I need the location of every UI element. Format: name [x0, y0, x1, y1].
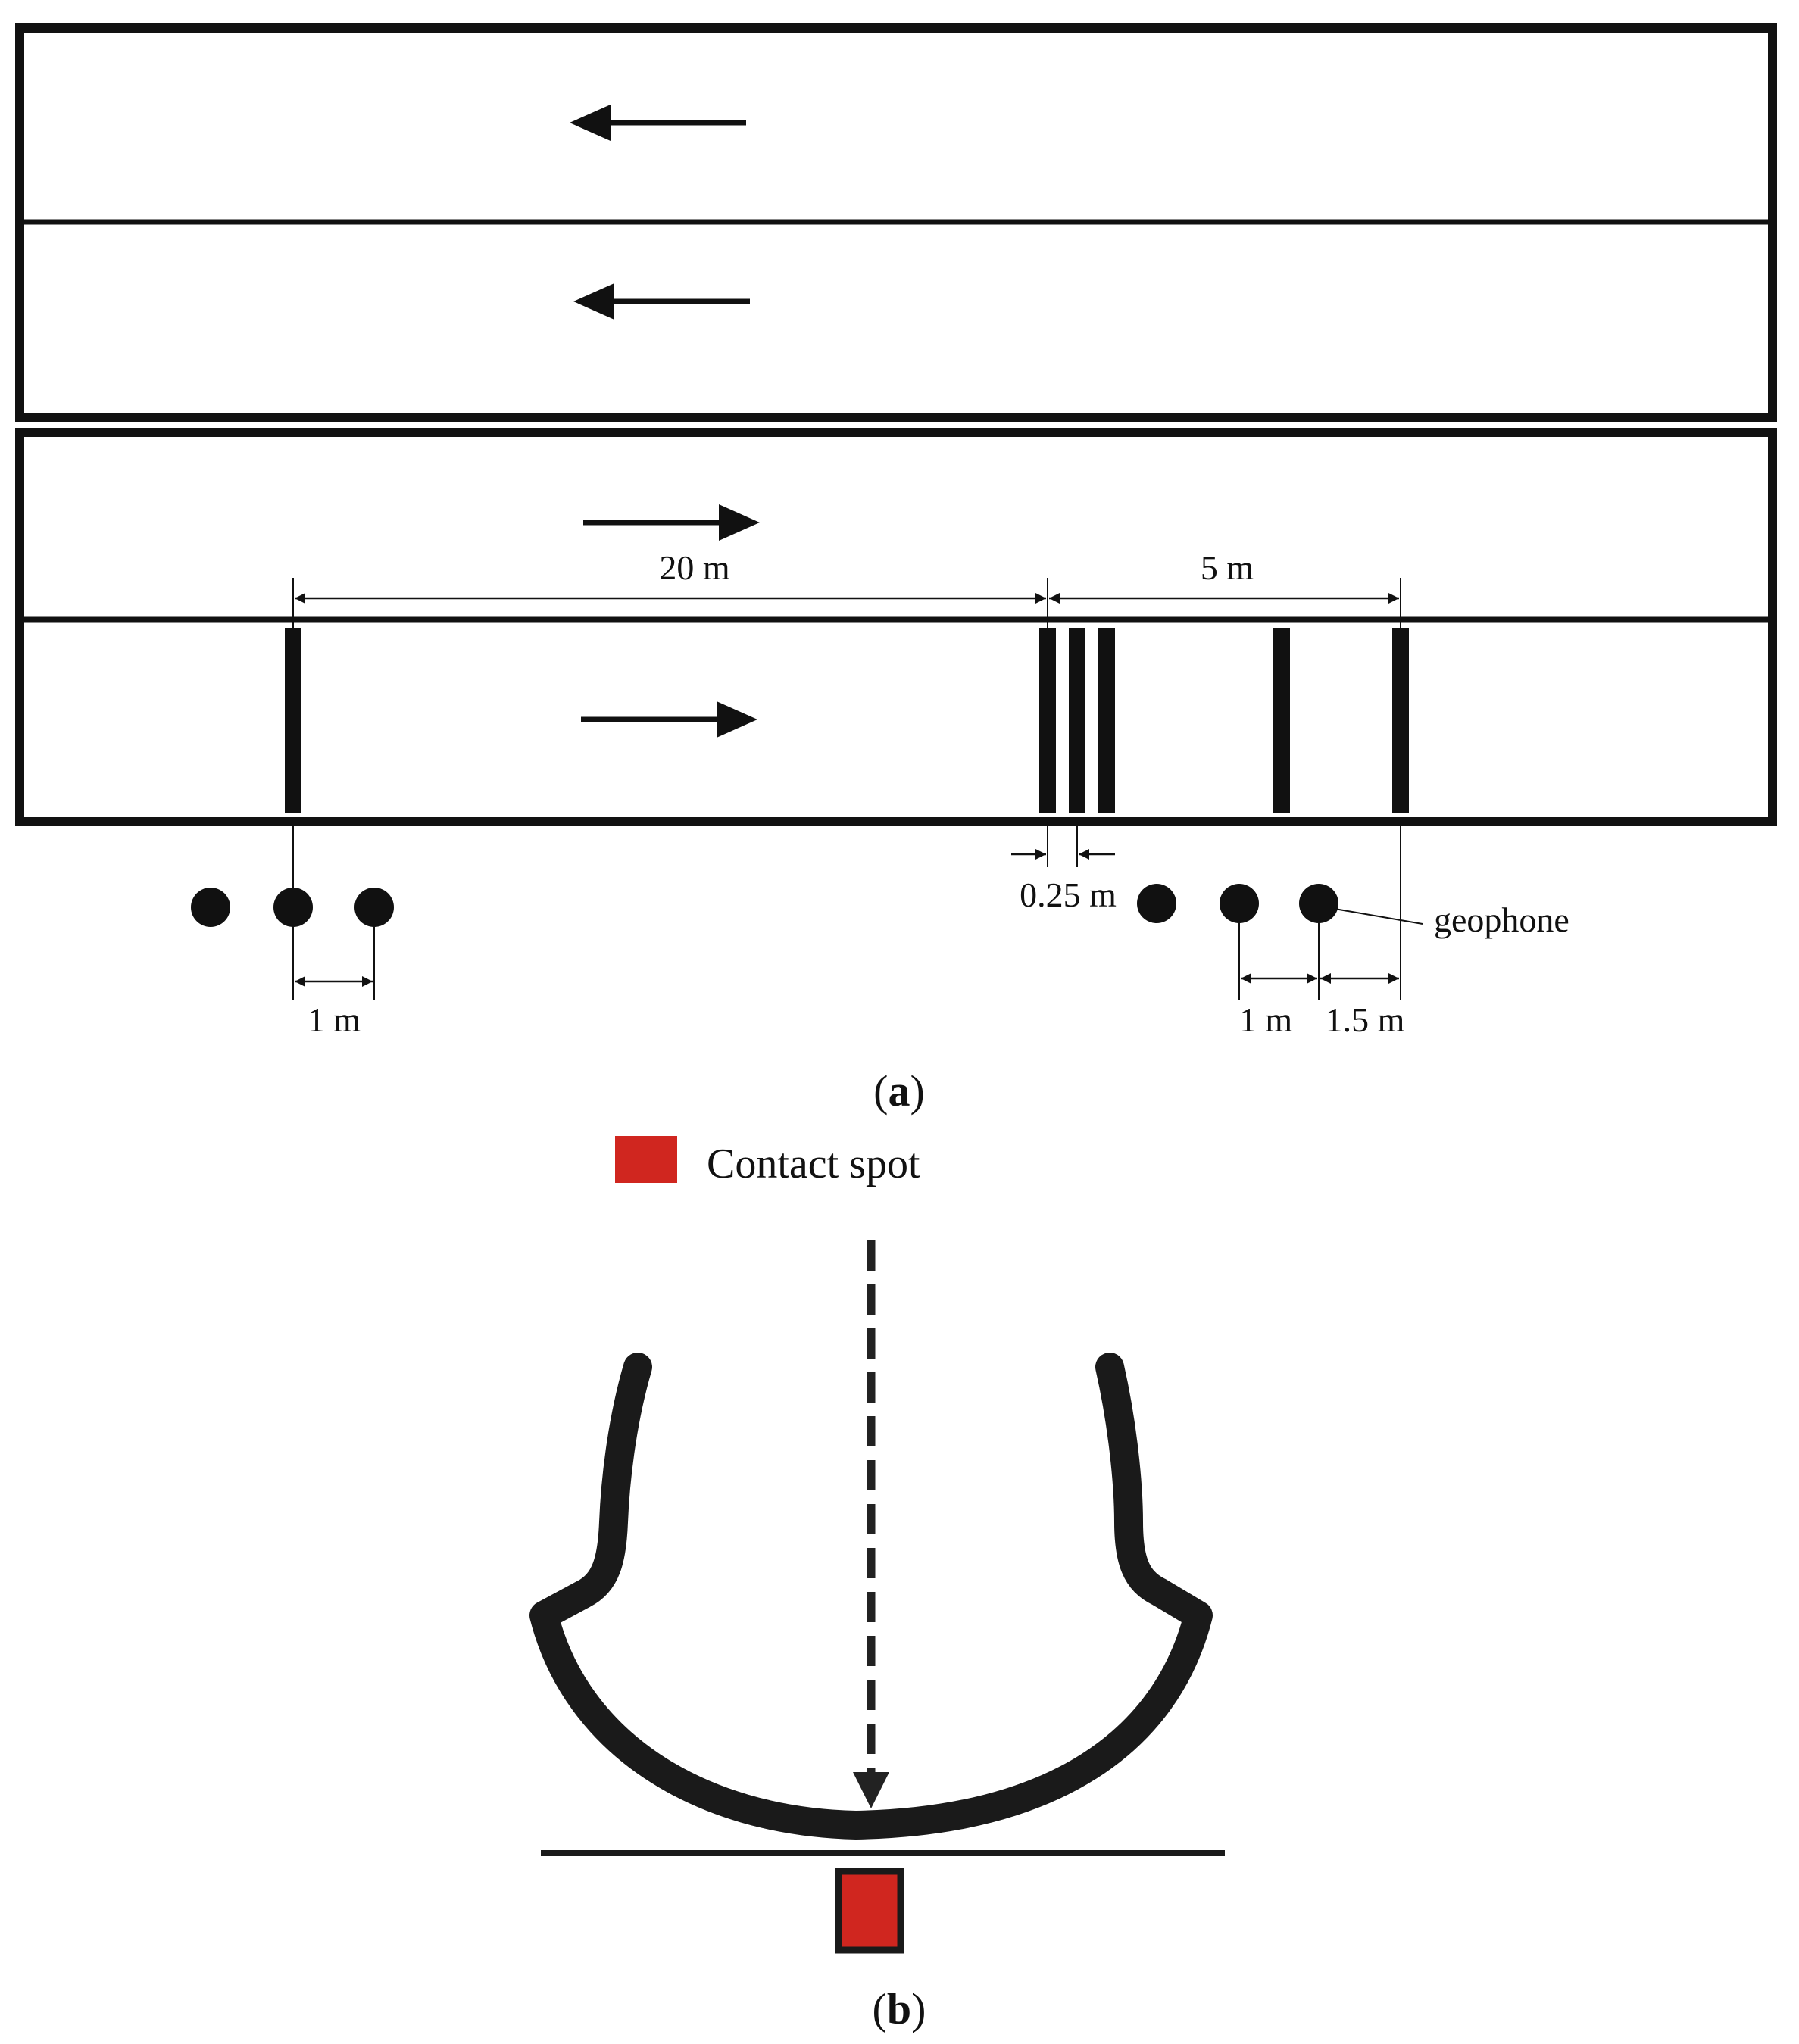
dimension-5m: 5 m — [1049, 548, 1401, 628]
lower-carriageway — [15, 428, 1777, 826]
caption-b-letter: b — [887, 1984, 911, 2033]
sensor-strip — [1273, 628, 1290, 813]
dimension-025m: 0.25 m — [1011, 822, 1117, 914]
dimension-label-1m-left: 1 m — [308, 1000, 361, 1039]
geophone-icon — [273, 888, 313, 927]
geophone-label: geophone — [1434, 900, 1569, 939]
sensor-strip — [285, 628, 301, 813]
dimension-label-1-5m: 1.5 m — [1326, 1000, 1405, 1039]
load-arrowhead-icon — [853, 1772, 889, 1808]
contact-spot-legend-swatch — [615, 1136, 677, 1183]
dimension-label-20m: 20 m — [659, 548, 730, 587]
geophone-icon — [191, 888, 230, 927]
geophone-icon — [1137, 884, 1176, 923]
geophone-icon — [354, 888, 394, 927]
dimension-1m-left: 1 m — [292, 927, 375, 1039]
arrow-left-icon — [570, 105, 746, 141]
dimension-1-5m: 1.5 m — [1320, 973, 1405, 1039]
dimension-label-5m: 5 m — [1201, 548, 1254, 587]
geophone-icon — [1299, 884, 1338, 923]
caption-a: (a) — [873, 1066, 925, 1116]
caption-a-letter: a — [889, 1066, 910, 1116]
sensor-strip — [1392, 628, 1409, 813]
caption-b: (b) — [873, 1984, 926, 2033]
tire-cross-section — [529, 1353, 1213, 1840]
contact-spot-sensor — [835, 1868, 904, 1954]
geophone-icon — [1220, 884, 1259, 923]
sensor-strip — [1098, 628, 1115, 813]
dimension-label-025m: 0.25 m — [1020, 875, 1117, 914]
sensor-strip — [1069, 628, 1085, 813]
contact-spot-legend-label: Contact spot — [707, 1141, 920, 1187]
geophone-leader-line — [1334, 908, 1423, 925]
arrow-right-icon — [581, 701, 757, 738]
panel-a: 20 m 5 m 0.25 m 1 m — [15, 23, 1777, 1116]
arrow-right-icon — [583, 504, 760, 541]
dimension-20m: 20 m — [292, 548, 1048, 628]
sensor-strip — [1039, 628, 1056, 813]
arrow-left-icon — [573, 283, 750, 320]
dimension-label-1m-right: 1 m — [1239, 1000, 1293, 1039]
panel-b: Contact spot (b) — [529, 1136, 1225, 2033]
dimension-1m-right: 1 m — [1238, 923, 1320, 1039]
